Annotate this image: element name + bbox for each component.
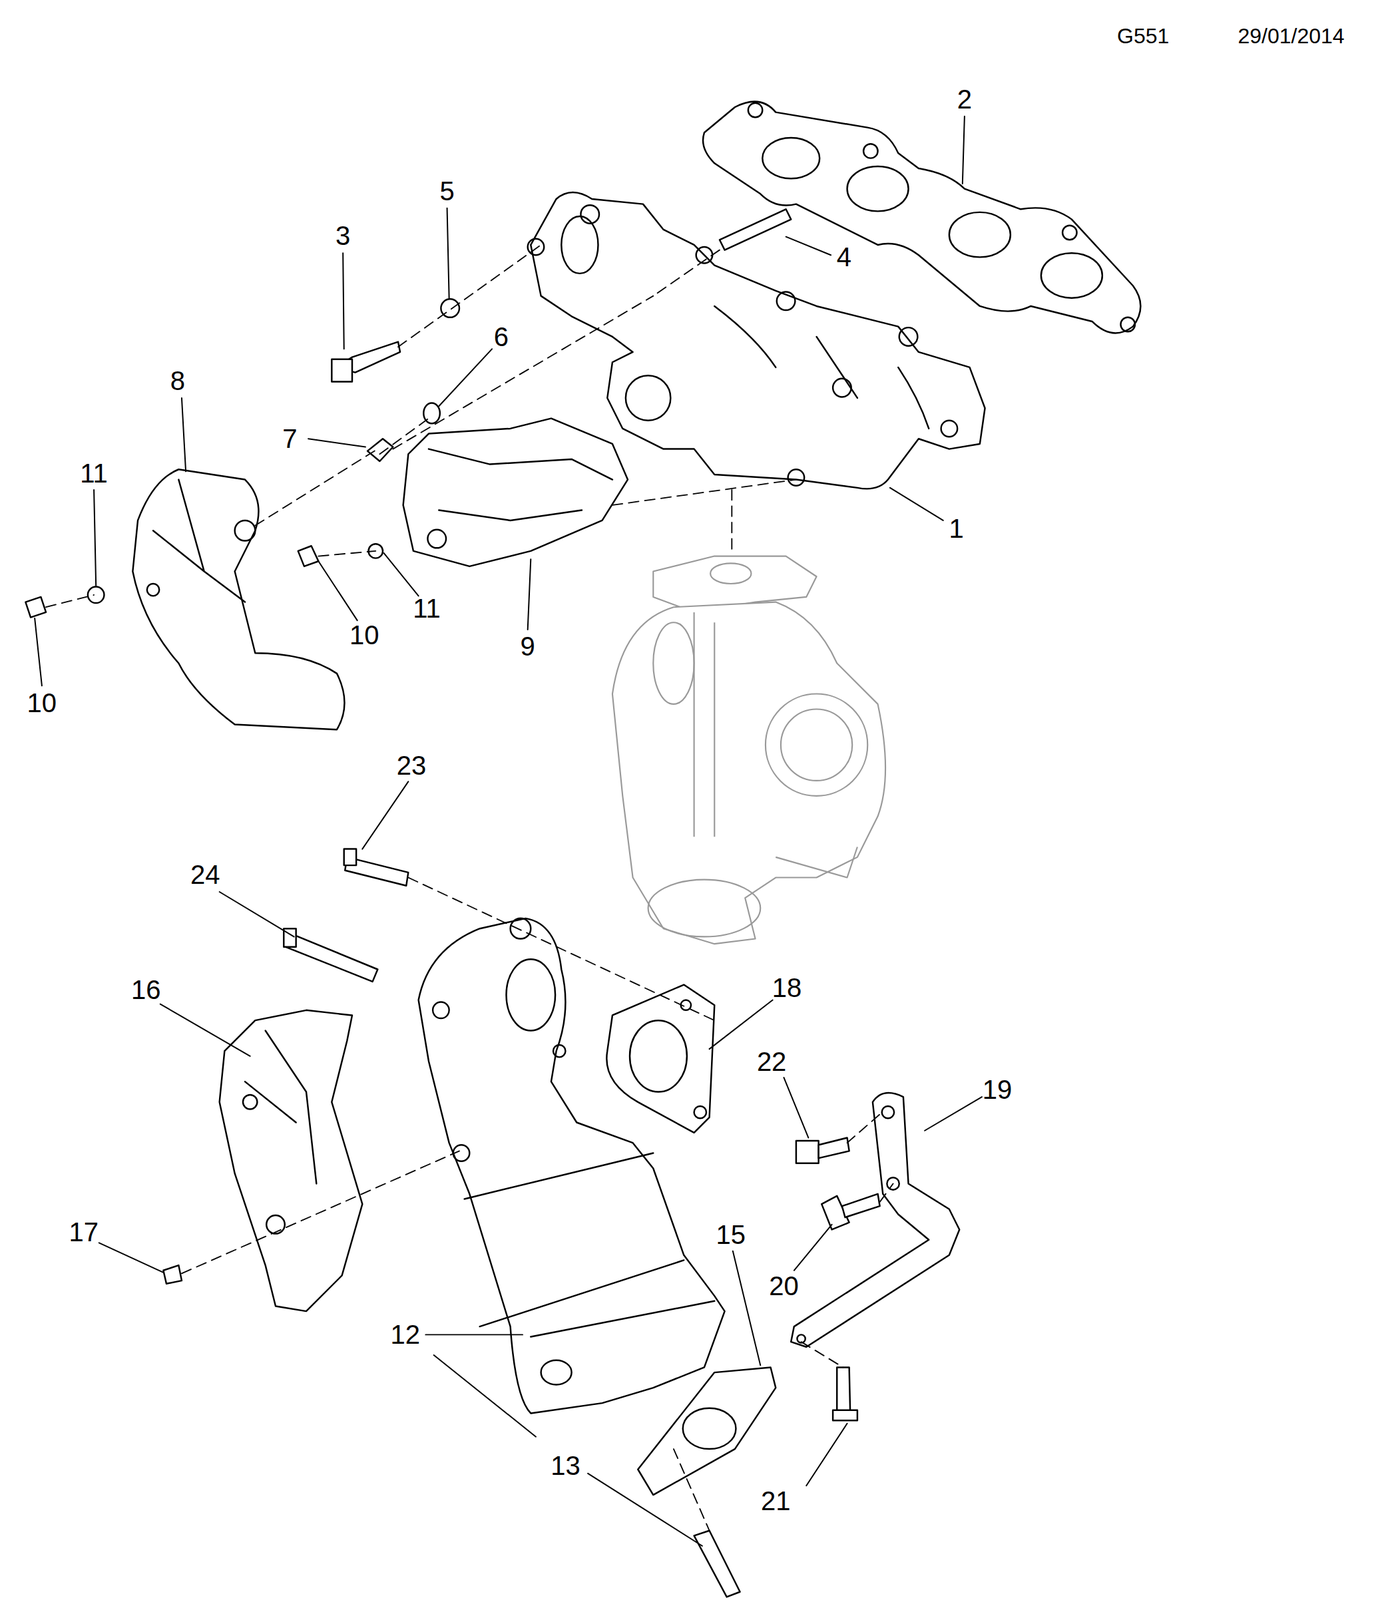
callout-number: 4 [836, 243, 852, 271]
callout-number: 20 [768, 1272, 799, 1300]
callout-number: 24 [190, 861, 221, 889]
callout-number: 23 [396, 752, 427, 779]
callout-number: 10 [27, 689, 58, 717]
callout-number: 15 [716, 1221, 747, 1249]
callout-number: 16 [131, 976, 162, 1004]
callout-number: 6 [493, 323, 509, 351]
callout-number: 10 [349, 621, 380, 649]
callout-number: 1 [949, 515, 964, 542]
callout-number: 22 [756, 1048, 787, 1076]
callout-number: 9 [520, 633, 536, 660]
callout-number: 8 [170, 367, 186, 395]
callout-number: 17 [68, 1218, 99, 1246]
callout-number: 12 [390, 1321, 421, 1349]
turbocharger [612, 556, 886, 945]
callout-number: 13 [550, 1452, 581, 1480]
callout-number: 5 [439, 177, 455, 205]
callout-number: 7 [282, 425, 297, 453]
header-text: 29/01/2014 [1237, 25, 1345, 47]
callout-number: 11 [79, 460, 108, 487]
header-text: G551 [1117, 25, 1169, 47]
callout-number: 19 [982, 1076, 1013, 1104]
callout-number: 3 [335, 222, 351, 249]
callout-number: 21 [760, 1487, 791, 1515]
callout-number: 18 [772, 974, 803, 1002]
callout-number: 11 [412, 595, 441, 622]
callout-number: 2 [957, 85, 972, 113]
